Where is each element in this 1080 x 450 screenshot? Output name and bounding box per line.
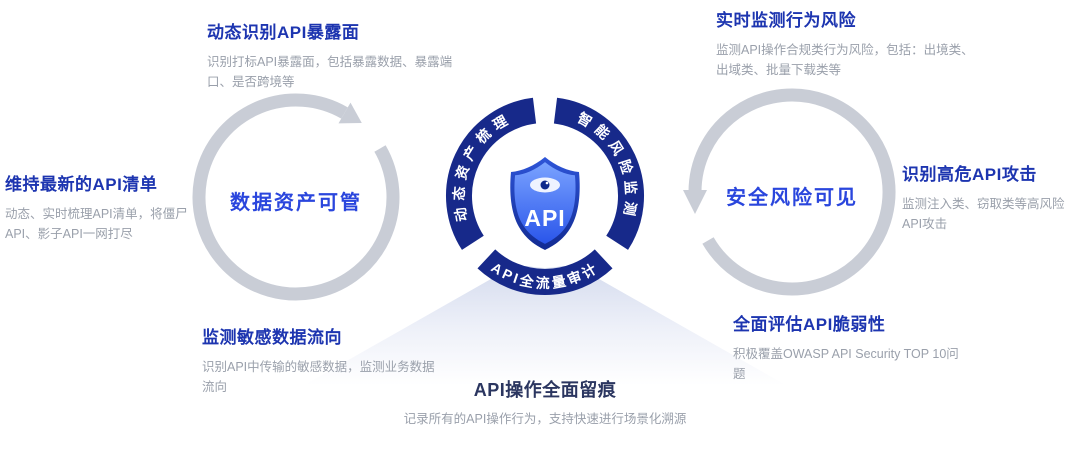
section-bottom-right: 全面评估API脆弱性 积极覆盖OWASP API Security TOP 10… — [733, 310, 968, 384]
section-bottom-center-title: API操作全面留痕 — [473, 380, 617, 400]
section-top-left-title: 动态识别API暴露面 — [207, 23, 360, 42]
section-bottom-right-title: 全面评估API脆弱性 — [733, 315, 886, 334]
left-cycle-label: 数据资产可管 — [230, 192, 362, 214]
eye-icon — [530, 177, 560, 193]
right-cycle-label: 安全风险可见 — [726, 187, 858, 209]
section-left-body: 动态、实时梳理API清单，将僵尸API、影子API一网打尽 — [5, 207, 188, 241]
section-bottom-center-body: 记录所有的API操作行为，支持快速进行场景化溯源 — [403, 412, 687, 426]
section-right-title: 识别高危API攻击 — [902, 165, 1037, 184]
right-cycle-arrow — [683, 88, 896, 296]
section-right: 识别高危API攻击 监测注入类、窃取类等高风险API攻击 — [902, 160, 1072, 234]
section-bottom-left-title: 监测敏感数据流向 — [202, 328, 342, 347]
section-top-right-body: 监测API操作合规类行为风险，包括：出境类、出域类、批量下载类等 — [716, 43, 974, 77]
section-top-left: 动态识别API暴露面 识别打标API暴露面，包括暴露数据、暴露端口、是否跨境等 — [207, 18, 462, 92]
section-bottom-left-body: 识别API中传输的敏感数据，监测业务数据流向 — [202, 360, 435, 394]
section-top-right-title: 实时监测行为风险 — [716, 11, 856, 30]
right-cycle-arc — [688, 88, 896, 296]
left-cycle-arrowhead-icon — [338, 102, 362, 124]
ring-segment-top-left — [446, 97, 537, 250]
ring-segment-top-right — [553, 97, 644, 250]
left-cycle-arrow — [192, 93, 400, 301]
section-bottom-left: 监测敏感数据流向 识别API中传输的敏感数据，监测业务数据流向 — [202, 323, 437, 397]
section-bottom-center: API操作全面留痕 记录所有的API操作行为，支持快速进行场景化溯源 — [395, 376, 695, 429]
section-left-title: 维持最新的API清单 — [5, 175, 158, 194]
section-top-left-body: 识别打标API暴露面，包括暴露数据、暴露端口、是否跨境等 — [207, 55, 453, 89]
right-cycle-arrowhead-icon — [683, 190, 707, 214]
section-top-right: 实时监测行为风险 监测API操作合规类行为风险，包括：出境类、出域类、批量下载类… — [716, 6, 986, 80]
shield-api-label: API — [524, 205, 565, 231]
shield-icon: API — [510, 157, 580, 250]
section-right-body: 监测注入类、窃取类等高风险API攻击 — [902, 197, 1065, 231]
section-left: 维持最新的API清单 动态、实时梳理API清单，将僵尸API、影子API一网打尽 — [5, 170, 195, 244]
section-bottom-right-body: 积极覆盖OWASP API Security TOP 10问题 — [733, 347, 959, 381]
left-cycle-arc — [192, 93, 400, 301]
ring-segment-bottom — [477, 249, 613, 295]
center-emblem: 动态资产梳理 智能风险监测 API全流量审计 API — [446, 97, 644, 295]
